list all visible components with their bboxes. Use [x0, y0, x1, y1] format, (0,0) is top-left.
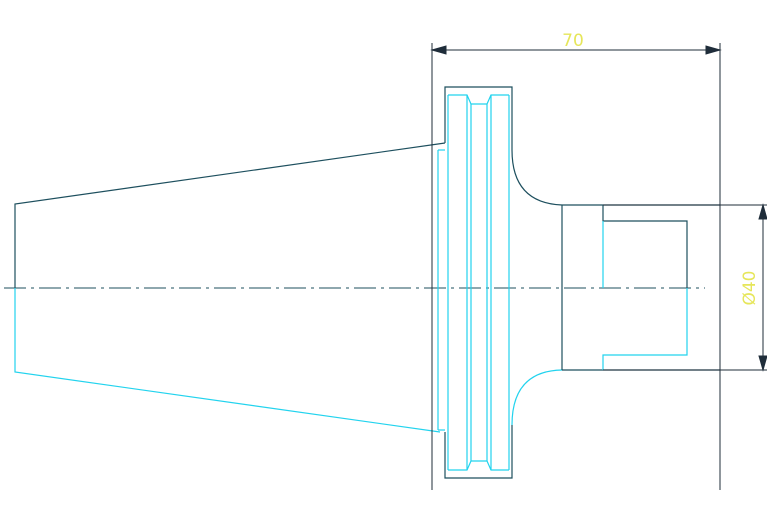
flange-outer-bottom: [444, 425, 513, 479]
dimension-diameter: [603, 203, 767, 372]
dim-length-arrow-right: [705, 45, 722, 55]
dimension-length: [430, 43, 722, 490]
taper-shank-top-edge: [14, 142, 446, 288]
bore-top: [602, 205, 688, 288]
fillets: [511, 149, 563, 426]
taper-shank: [14, 142, 446, 433]
dim-dia-arrow-bottom: [758, 355, 767, 372]
dim-dia-arrow-top: [758, 203, 767, 220]
flange-groove-top: [448, 94, 509, 105]
fillet-bottom: [511, 369, 563, 426]
flange-groove-bottom: [448, 460, 509, 471]
dim-length-label: 70: [562, 31, 584, 51]
fillet-top: [511, 149, 563, 206]
taper-shank-bottom-edge: [14, 288, 441, 433]
flange-outer-outline: [444, 86, 513, 150]
flange: [437, 86, 513, 479]
bore-bottom: [602, 288, 688, 370]
dim-length-arrow-left: [430, 45, 447, 55]
dim-diameter-label: Ø40: [740, 270, 760, 305]
